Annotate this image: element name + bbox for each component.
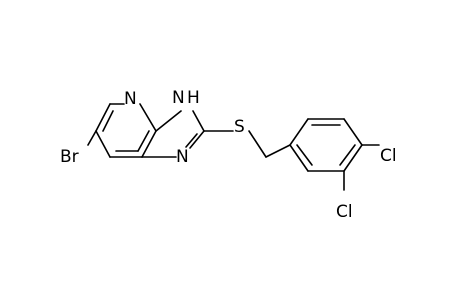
atom-n-imidazole-nh: N	[172, 88, 185, 108]
atom-n-imidazole: N	[176, 147, 189, 167]
atom-cl-para: Cl	[380, 146, 397, 166]
atom-h: H	[187, 88, 200, 108]
bond-c7-c6	[95, 103, 111, 132]
bond-c2-n-inner	[185, 133, 198, 148]
bond-npy-c7a	[139, 103, 157, 132]
bond-ch2-c1	[265, 144, 291, 158]
atom-labels: Br N H N N S Cl Cl	[60, 88, 397, 222]
bond-c6p-c1-inner	[296, 144, 313, 166]
atom-cl-meta: Cl	[336, 202, 353, 222]
bond-c3p-c4p	[343, 118, 363, 146]
bond-c4a-c7a-inner	[137, 130, 150, 152]
bond-c6p-c1	[289, 144, 309, 172]
bond-c7a-nh	[155, 110, 182, 132]
bond-c1-c2p	[289, 118, 309, 146]
atom-br: Br	[60, 147, 79, 167]
atom-s: S	[234, 117, 245, 137]
bond-c7-c6-inner	[102, 110, 114, 132]
bond-c6-br	[87, 130, 97, 146]
bond-lines	[87, 103, 380, 191]
atom-n-pyridine: N	[124, 89, 137, 109]
bond-s-ch2	[248, 130, 267, 158]
bond-c2-n	[189, 130, 205, 149]
bond-c6-c5	[95, 130, 111, 158]
bond-c4a-c7a	[141, 130, 157, 158]
bond-c4p-c5p-inner	[339, 144, 356, 166]
bond-nh-c2	[192, 110, 205, 132]
bond-c4p-c5p	[343, 144, 363, 172]
